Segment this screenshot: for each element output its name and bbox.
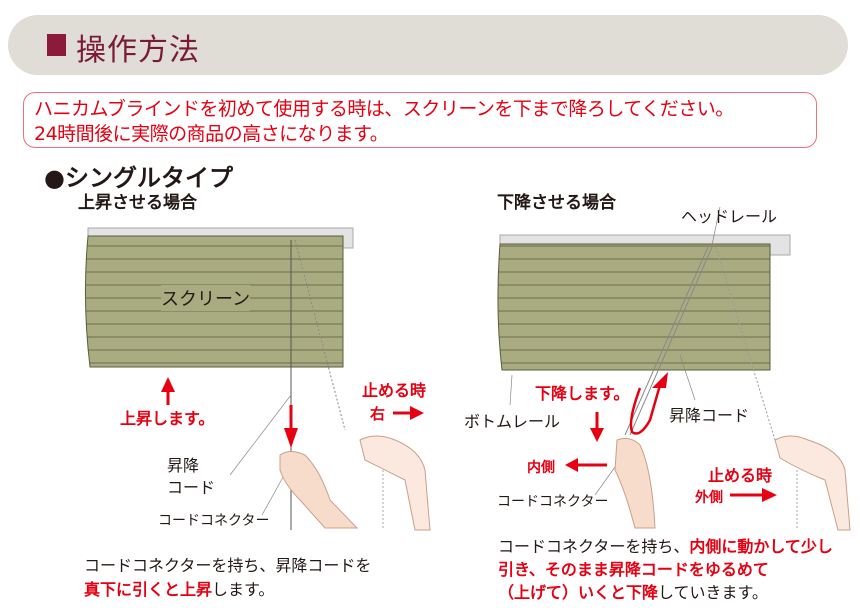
section-header (8, 15, 848, 75)
lower-caption-2: 引き、そのまま昇降コードをゆるめて (498, 560, 769, 579)
cord-label-2: コード (167, 478, 216, 497)
raise-caption-emph: 真下に引くと上昇 (84, 580, 213, 599)
lower-heading: 下降させる場合 (497, 193, 616, 213)
bottomrail-label: ボトムレール (464, 412, 561, 431)
outer-label: 外側 (695, 490, 723, 506)
connector-label: コードコネクター (497, 494, 609, 510)
hand (359, 435, 431, 531)
connector-label: コードコネクター (158, 513, 270, 529)
hand (774, 435, 851, 531)
notice-line-2: 24時間後に実際の商品の高さになります。 (34, 123, 389, 145)
stop-label: 止める時 (708, 466, 773, 485)
hand (614, 437, 656, 529)
lower-caption-1: コードコネクターを持ち、 (498, 537, 690, 556)
lower-caption-3-emph: （上げて）いくと下降 (498, 583, 659, 602)
right-blind (497, 206, 851, 531)
stop-label: 止める時 (362, 381, 427, 400)
screen (497, 243, 771, 371)
lower-caption-1-emph: 内側に動かして少し (689, 537, 833, 556)
right-label: 右 (370, 405, 386, 423)
notice-line-1: ハニカムブラインドを初めて使用する時は、スクリーンを下まで降ろしてください。 (34, 98, 734, 120)
hand (279, 451, 359, 529)
raise-caption-rest: します。 (212, 580, 275, 599)
rises-label: 上昇します。 (120, 409, 215, 428)
cord-label: 昇降コード (669, 406, 750, 425)
screen-label: スクリーン (161, 285, 251, 311)
raise-caption-1: コードコネクターを持ち、昇降コードを (84, 556, 372, 575)
headrail-label: ヘッドレール (681, 207, 778, 226)
page-title: 操作方法 (76, 33, 200, 68)
section-title: ●シングルタイプ (44, 164, 233, 192)
raise-heading: 上昇させる場合 (78, 193, 197, 213)
notice-box (23, 92, 817, 148)
lower-caption-3-rest: していきます。 (658, 583, 768, 602)
lowers-label: 下降します。 (535, 384, 630, 403)
header-square-icon (47, 34, 66, 56)
cord-label: 昇降 (167, 456, 200, 475)
inner-label: 内側 (527, 460, 555, 476)
